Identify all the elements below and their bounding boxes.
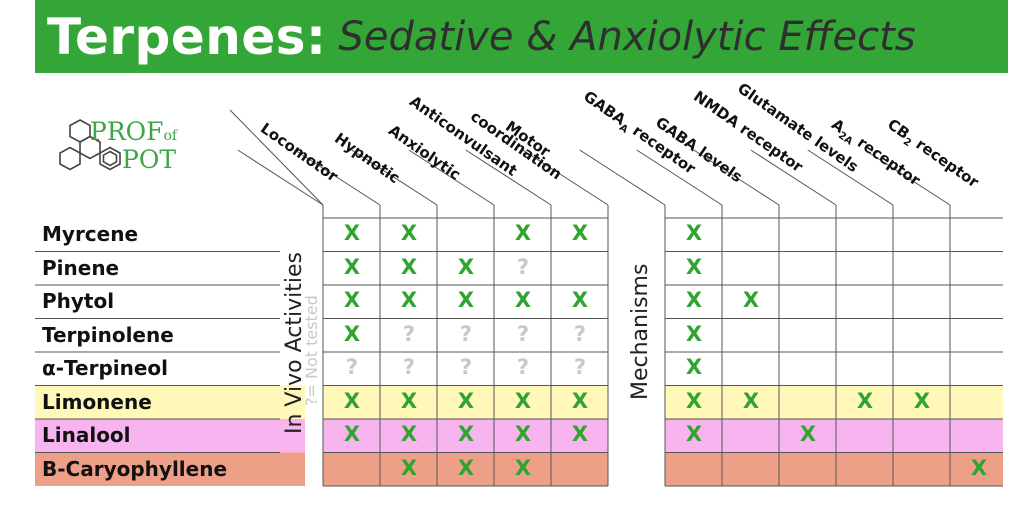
row-highlight: [35, 385, 305, 419]
row-label: Terpinolene: [42, 322, 174, 347]
column-divider: [579, 149, 666, 206]
hexagon-logo-icon: [59, 119, 121, 171]
column-divider: [294, 149, 381, 206]
effect-mark: X: [400, 254, 418, 279]
column-divider: [807, 149, 894, 206]
effect-mark: X: [343, 422, 361, 446]
column-divider: [237, 149, 324, 206]
row-highlight: [35, 452, 305, 486]
row-highlight: [665, 452, 1003, 486]
mechanism-mark: X: [685, 355, 703, 379]
effect-mark: X: [400, 388, 418, 413]
not-tested-mark: ?: [459, 321, 473, 346]
not-tested-mark: ?: [516, 321, 530, 346]
effect-mark: X: [343, 388, 361, 413]
prof-of-pot-logo: PROFof POT: [52, 112, 222, 182]
column-divider: [351, 149, 438, 206]
effect-mark: X: [571, 221, 589, 245]
not-tested-mark: ?: [345, 355, 359, 379]
mechanism-mark: X: [685, 221, 703, 245]
title-subtitle: Sedative & Anxiolytic Effects: [338, 13, 916, 60]
mechanism-mark: X: [685, 288, 703, 312]
mechanism-mark: X: [856, 388, 874, 413]
effect-mark: X: [514, 455, 532, 480]
not-tested-mark: ?: [516, 355, 530, 379]
effect-mark: X: [400, 221, 418, 245]
mechanism-mark: X: [799, 422, 817, 446]
column-divider: [522, 149, 609, 206]
not-tested-mark: ?: [402, 355, 416, 379]
row-highlight: [323, 452, 608, 486]
row-highlight: [323, 419, 608, 453]
effect-mark: X: [343, 321, 361, 346]
not-tested-mark: ?: [402, 321, 416, 346]
row-highlight: [35, 419, 305, 453]
effect-mark: X: [400, 288, 418, 312]
mechanisms-section-label: Mechanisms: [628, 263, 653, 400]
effect-mark: X: [571, 288, 589, 312]
column-divider: [408, 149, 495, 206]
column-divider: [636, 149, 723, 206]
row-label: Pinene: [42, 255, 120, 280]
effect-mark: X: [343, 221, 361, 245]
not-tested-mark: ?: [459, 355, 473, 379]
effect-mark: X: [571, 422, 589, 446]
title-banner: Terpenes: Sedative & Anxiolytic Effects: [35, 0, 1008, 73]
row-label: Myrcene: [42, 222, 139, 246]
column-divider: [864, 149, 951, 206]
row-label: α-Terpineol: [42, 356, 169, 380]
not-tested-mark: ?: [516, 254, 530, 279]
mechanism-mark: X: [742, 288, 760, 312]
row-highlight: [323, 385, 608, 419]
row-highlight: [665, 385, 1003, 419]
not-tested-mark: ?: [573, 321, 587, 346]
effect-mark: X: [514, 288, 532, 312]
effect-mark: X: [514, 221, 532, 245]
row-label: Phytol: [42, 289, 115, 313]
effect-mark: X: [514, 388, 532, 413]
effect-mark: X: [343, 254, 361, 279]
mechanism-mark: X: [685, 422, 703, 446]
effect-mark: X: [400, 455, 418, 480]
column-divider: [693, 149, 780, 206]
row-label: Β-Caryophyllene: [42, 456, 228, 481]
effect-mark: X: [571, 388, 589, 413]
mechanism-mark: X: [685, 388, 703, 413]
column-divider: [465, 149, 552, 206]
effect-mark: X: [457, 422, 475, 446]
mechanism-mark: X: [970, 455, 988, 480]
effect-mark: X: [514, 422, 532, 446]
row-label: Linalool: [42, 423, 131, 447]
column-divider: [750, 149, 837, 206]
row-highlight: [665, 419, 1003, 453]
logo-text-line1: PROFof: [90, 117, 178, 146]
effect-mark: X: [400, 422, 418, 446]
mechanism-mark: X: [913, 388, 931, 413]
effect-mark: X: [457, 455, 475, 480]
effect-mark: X: [343, 288, 361, 312]
logo-text-line2: POT: [122, 145, 176, 174]
row-label: Limonene: [42, 389, 152, 414]
not-tested-legend: ?= Not tested: [302, 295, 321, 406]
title-main: Terpenes:: [47, 7, 327, 66]
mechanism-mark: X: [742, 388, 760, 413]
not-tested-mark: ?: [573, 355, 587, 379]
effect-mark: X: [457, 254, 475, 279]
mechanism-mark: X: [685, 321, 703, 346]
effect-mark: X: [457, 388, 475, 413]
column-divider: [229, 109, 324, 206]
effect-mark: X: [457, 288, 475, 312]
mechanism-mark: X: [685, 254, 703, 279]
